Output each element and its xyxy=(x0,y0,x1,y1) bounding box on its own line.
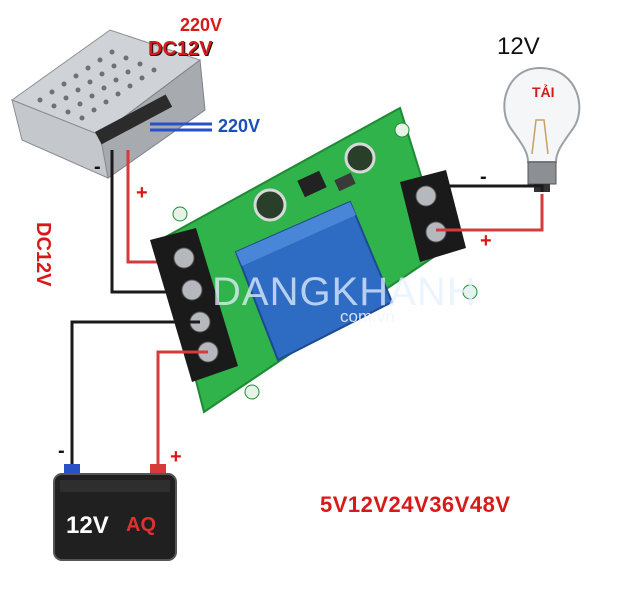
battery xyxy=(53,464,177,561)
wire-negative xyxy=(70,320,200,470)
psu-output-label-top: DC12V xyxy=(148,38,213,60)
capacitor xyxy=(253,188,287,222)
watermark-brand: DANGKHANH xyxy=(212,270,477,314)
output-terminal-block xyxy=(400,170,466,262)
battery-plus-sign: + xyxy=(170,446,182,468)
supported-voltages-label: 5V12V24V36V48V xyxy=(320,492,511,517)
lamp-minus-sign: - xyxy=(480,166,487,188)
lamp-plus-sign: + xyxy=(480,230,492,252)
lamp-voltage-label: 12V xyxy=(497,33,540,60)
psu-plus-sign: + xyxy=(136,182,148,204)
battery-minus-sign: - xyxy=(58,440,65,462)
wire-negative xyxy=(110,150,178,294)
load-label: TẢI xyxy=(532,84,555,100)
wire-positive xyxy=(156,350,208,470)
battery-voltage-label: 12V xyxy=(66,512,109,539)
wire-positive xyxy=(436,194,544,232)
power-supply-unit xyxy=(10,29,206,179)
wire-negative xyxy=(436,184,544,192)
psu-input-label-top: 220V xyxy=(180,15,223,35)
psu-input-label-side: 220V xyxy=(218,116,261,136)
psu-output-label-side: DC12V xyxy=(32,222,54,287)
capacitor xyxy=(344,142,376,174)
relay-module-board xyxy=(150,106,478,414)
psu-minus-sign: - xyxy=(94,156,101,178)
battery-type-label: AQ xyxy=(126,514,156,536)
ic-chip xyxy=(297,170,327,198)
watermark-domain: com.vn xyxy=(340,307,395,326)
